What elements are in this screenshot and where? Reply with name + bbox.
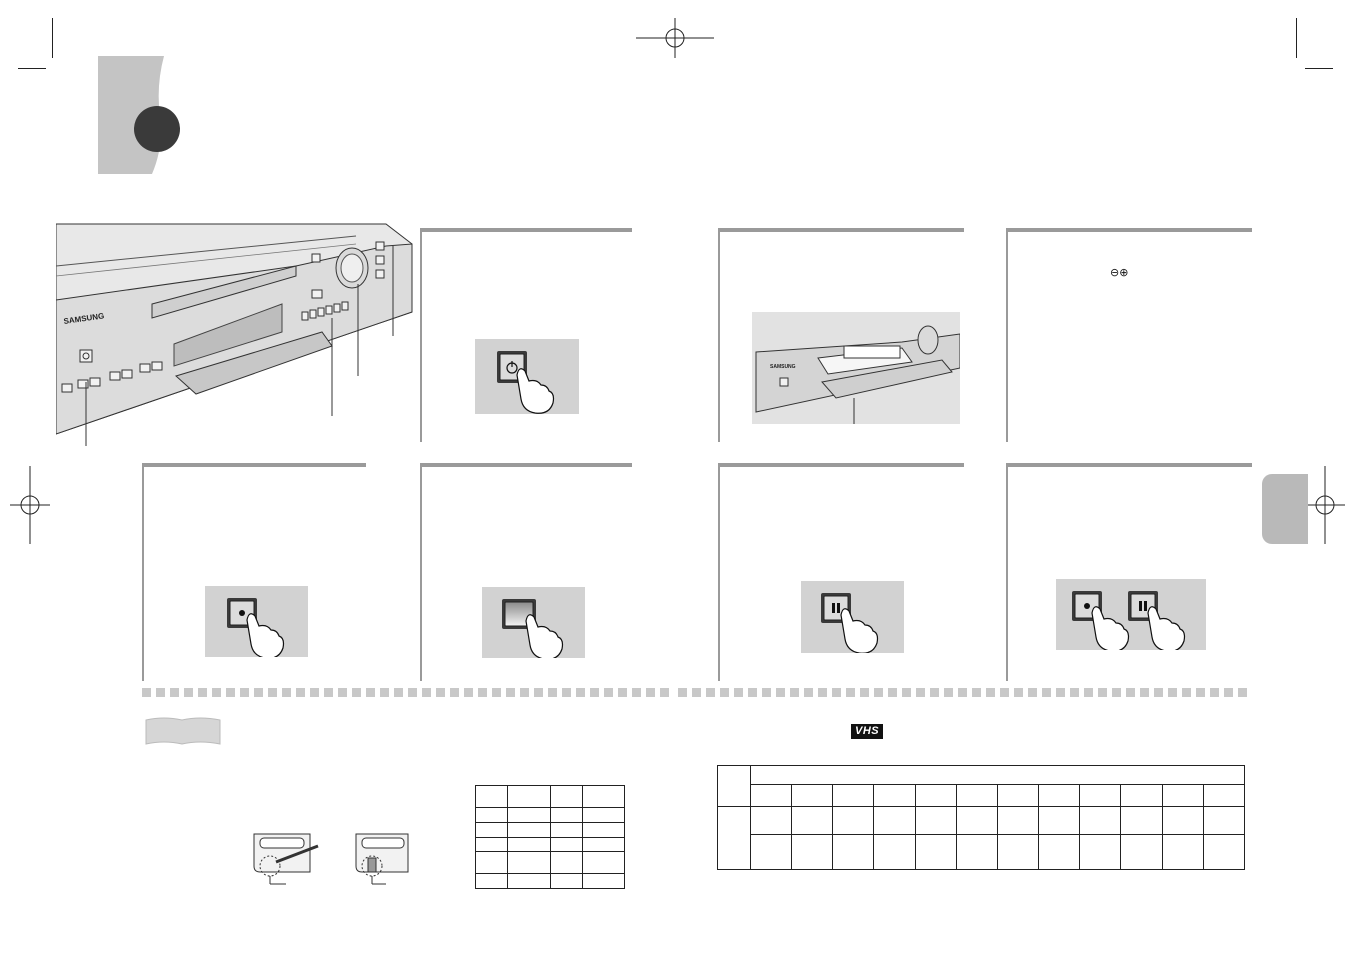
tape-length-table <box>475 785 625 889</box>
cassette-tab-break-illustration <box>253 833 319 885</box>
record-icon <box>239 610 245 616</box>
step-panel-insert-cassette <box>718 228 964 442</box>
side-thumb-tab <box>1262 474 1308 544</box>
pointing-finger-icon <box>840 608 879 654</box>
pause-icon <box>832 603 840 613</box>
pointing-finger-icon <box>516 368 555 414</box>
pointing-finger-icon <box>246 613 285 659</box>
recording-time-table <box>717 765 1246 870</box>
vcr-cassette-insert-illustration: SAMSUNG <box>752 312 960 424</box>
chapter-bullet <box>134 106 180 152</box>
pointing-finger-icon <box>1091 606 1130 652</box>
tracking-symbol: ⊖⊕ <box>1110 266 1129 279</box>
cassette-tab-tape-illustration <box>355 833 409 885</box>
record-icon <box>1084 603 1090 609</box>
record-pause-buttons-illustration <box>1056 579 1206 652</box>
step-panel-stop <box>420 463 632 681</box>
step-panel-power-on <box>420 228 632 442</box>
dotted-divider-right <box>678 688 1248 697</box>
inset-brand-label: SAMSUNG <box>770 364 796 370</box>
dotted-divider-left <box>142 688 674 697</box>
pause-button-illustration <box>801 581 904 654</box>
record-button-illustration <box>205 586 308 659</box>
registration-mark <box>10 466 50 544</box>
crop-mark <box>52 18 53 58</box>
stop-button-illustration <box>482 587 585 660</box>
pause-icon <box>1139 601 1147 611</box>
open-book-icon <box>145 717 221 745</box>
registration-mark <box>1305 466 1345 544</box>
pointing-finger-icon <box>525 614 564 660</box>
power-icon <box>506 361 518 374</box>
crop-mark <box>1305 68 1333 69</box>
step-panel-pause-record <box>718 463 964 681</box>
registration-mark <box>636 18 714 58</box>
vhs-logo: VHS <box>851 724 884 739</box>
step-panel-resume-record <box>1006 463 1252 681</box>
vcr-front-panel-illustration: SAMSUNG <box>56 223 413 446</box>
crop-mark <box>1296 18 1297 58</box>
crop-mark <box>18 68 46 69</box>
power-button-illustration <box>475 339 579 414</box>
step-panel-select-channel <box>1006 228 1252 442</box>
step-panel-start-record <box>142 463 366 681</box>
pointing-finger-icon <box>1147 606 1186 652</box>
